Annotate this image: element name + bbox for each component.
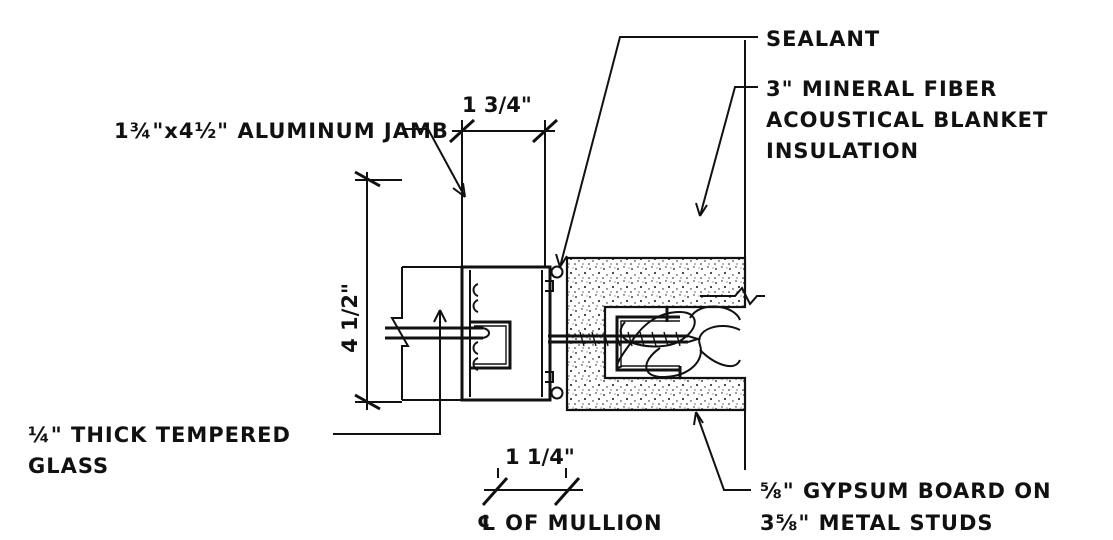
wall-break-mark: [700, 286, 765, 306]
label-aluminum-jamb: 1¾"x4½" ALUMINUM JAMB: [114, 119, 449, 143]
label-insulation-line1: 3" MINERAL FIBER: [766, 77, 997, 101]
dim-bottom-width-text: 1 1/4": [505, 445, 575, 469]
glass-break-mark: [390, 267, 410, 400]
leader-jamb: [403, 128, 466, 198]
glazing-pocket: [470, 320, 512, 370]
aluminum-jamb: [460, 265, 554, 402]
label-gypsum-line1: ⅝" GYPSUM BOARD ON: [760, 479, 1052, 503]
dim-top-width-text: 1 3/4": [462, 93, 532, 117]
label-gypsum-line2: 3⅝" METAL STUDS: [760, 511, 994, 535]
gypsum-board: [565, 256, 747, 412]
sealant-bead-bottom: [550, 386, 564, 400]
label-mullion-centerline: ℄ OF MULLION: [477, 511, 663, 535]
label-sealant: SEALANT: [766, 27, 880, 51]
gasket-clip-2: [472, 299, 479, 313]
anchor-clip-bottom: [545, 371, 554, 383]
dim-height-text: 4 1/2": [338, 283, 362, 353]
dimension-bottom-width: 1 1/4": [481, 445, 583, 506]
tempered-glass: [385, 326, 490, 340]
jamb-outer: [460, 265, 552, 402]
gasket-clip-4: [472, 357, 479, 371]
leader-insulation: [699, 86, 758, 217]
gasket-clip-3: [472, 341, 479, 355]
fastener-screw: [548, 331, 702, 347]
wall-assembly: [565, 40, 765, 470]
dimension-height: 4 1/2": [338, 170, 402, 411]
label-glass-line2: GLASS: [28, 454, 109, 478]
anchor-clip-top: [545, 280, 554, 292]
glazing-pocket-inner: [474, 325, 507, 365]
gasket-clip-1: [472, 283, 479, 297]
leader-sealant: [559, 36, 758, 268]
leader-glass: [333, 310, 441, 435]
label-insulation-line2: ACOUSTICAL BLANKET: [766, 108, 1048, 132]
sealant-bead-top: [550, 265, 564, 279]
leader-lines: [333, 36, 758, 491]
leader-gypsum: [695, 411, 751, 491]
label-glass-line1: ¼" THICK TEMPERED: [28, 423, 291, 447]
dimension-top-width: 1 3/4": [448, 93, 559, 267]
label-insulation-line3: INSULATION: [766, 139, 919, 163]
glass-end: [482, 327, 490, 339]
